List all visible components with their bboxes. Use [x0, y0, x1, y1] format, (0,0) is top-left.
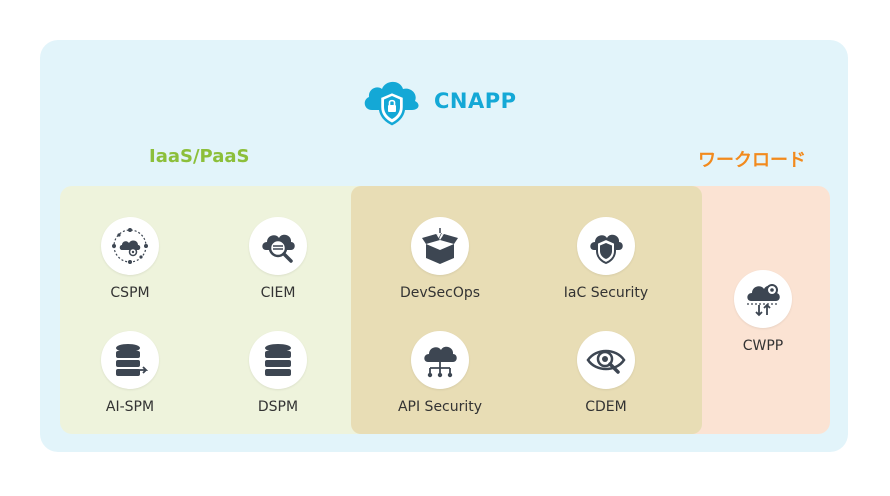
- item-ai-spm: AI-SPM: [60, 331, 200, 415]
- svg-text:</>: </>: [433, 232, 448, 241]
- overlap-panel: [351, 186, 702, 434]
- cnapp-header: CNAPP: [360, 70, 517, 132]
- item-cwpp: CWPP: [693, 270, 833, 354]
- item-label-cwpp: CWPP: [742, 338, 784, 354]
- item-cspm: CSPM: [60, 217, 200, 301]
- cloud-lock-icon: [364, 81, 419, 126]
- page-title: CNAPP: [434, 89, 517, 113]
- item-cdem: CDEM: [536, 331, 676, 415]
- item-label-ai-spm: AI-SPM: [105, 399, 155, 415]
- item-ciem: CIEM: [208, 217, 348, 301]
- eye-magnifier-icon: [586, 349, 626, 374]
- item-label-cdem: CDEM: [585, 399, 627, 415]
- workload-label: ワークロード: [698, 150, 806, 171]
- iaas-paas-label: IaaS/PaaS: [149, 146, 250, 167]
- item-label-ciem: CIEM: [260, 285, 296, 301]
- item-devsecops: </> DevSecOps: [370, 217, 510, 301]
- item-label-cspm: CSPM: [110, 285, 150, 301]
- item-iac-security: IaC Security: [536, 217, 676, 301]
- item-label-devsecops: DevSecOps: [399, 285, 481, 301]
- item-label-iac-security: IaC Security: [563, 285, 649, 301]
- cloud-network-icon: [424, 346, 457, 378]
- item-label-dspm: DSPM: [257, 399, 299, 415]
- box-code-icon: </>: [422, 228, 458, 264]
- cloud-shield-icon: [590, 234, 623, 265]
- item-label-api-security: API Security: [397, 399, 483, 415]
- database-icon: [265, 344, 291, 376]
- database-arrow-icon: [116, 344, 149, 376]
- item-api-security: API Security: [370, 331, 510, 415]
- cloud-magnifier-icon: [262, 234, 295, 263]
- cloud-gear-arrows-icon: [747, 284, 780, 317]
- cloud-gear-network-icon: [112, 228, 148, 264]
- item-dspm: DSPM: [208, 331, 348, 415]
